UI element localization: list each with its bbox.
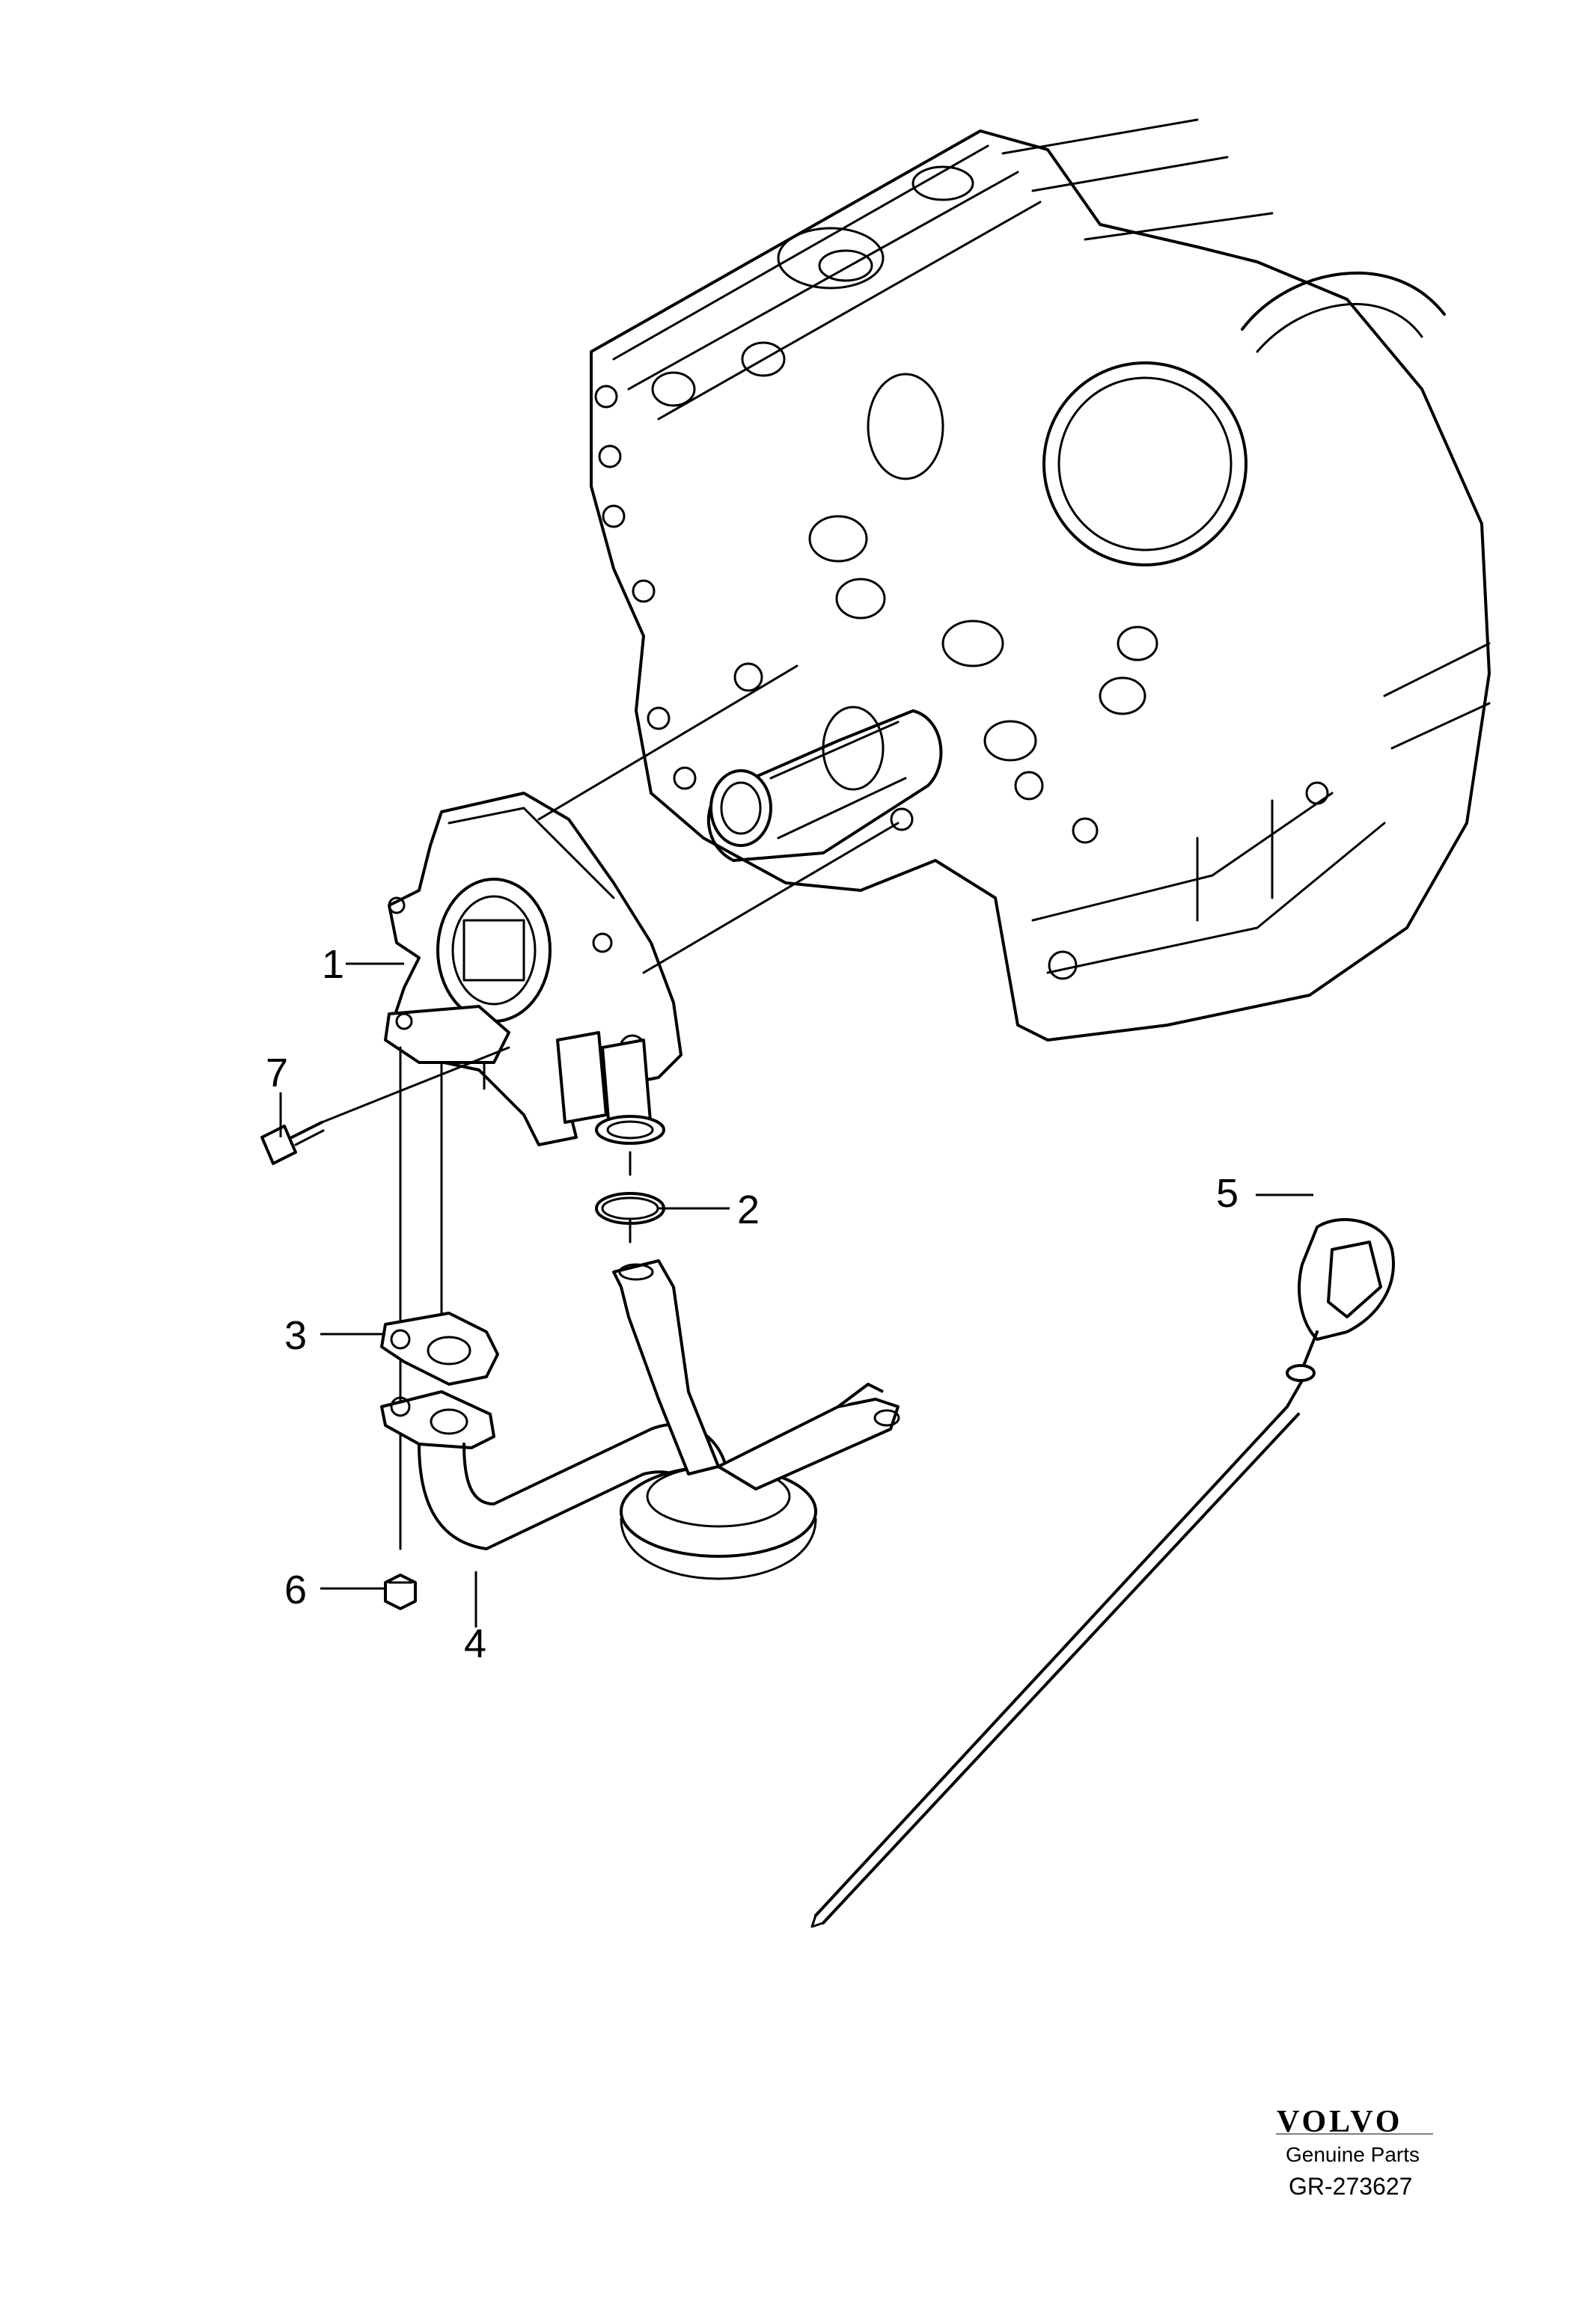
- brand-tagline: Genuine Parts: [1286, 2143, 1420, 2166]
- bolt: [260, 1046, 510, 1165]
- brand-logo: VOLVO: [1277, 2105, 1403, 2139]
- leader-lines: [279, 962, 1313, 1627]
- dipstick: [810, 1218, 1395, 1928]
- callout-6: 6: [284, 1568, 308, 1612]
- gasket: [380, 1312, 499, 1386]
- callout-3: 3: [284, 1313, 308, 1358]
- callout-7: 7: [266, 1051, 289, 1095]
- callout-1: 1: [322, 942, 345, 987]
- oil-pump: [384, 792, 682, 1146]
- oil-pickup: [380, 1259, 900, 1580]
- callout-4: 4: [464, 1621, 487, 1666]
- diagram-reference: GR-273627: [1289, 2173, 1413, 2200]
- nut: [384, 1574, 417, 1610]
- o-ring: [595, 1192, 665, 1225]
- assembly-guide-lines: [399, 664, 900, 1550]
- callout-2: 2: [737, 1187, 760, 1232]
- callout-5: 5: [1216, 1171, 1239, 1216]
- engine-block: [590, 118, 1491, 1042]
